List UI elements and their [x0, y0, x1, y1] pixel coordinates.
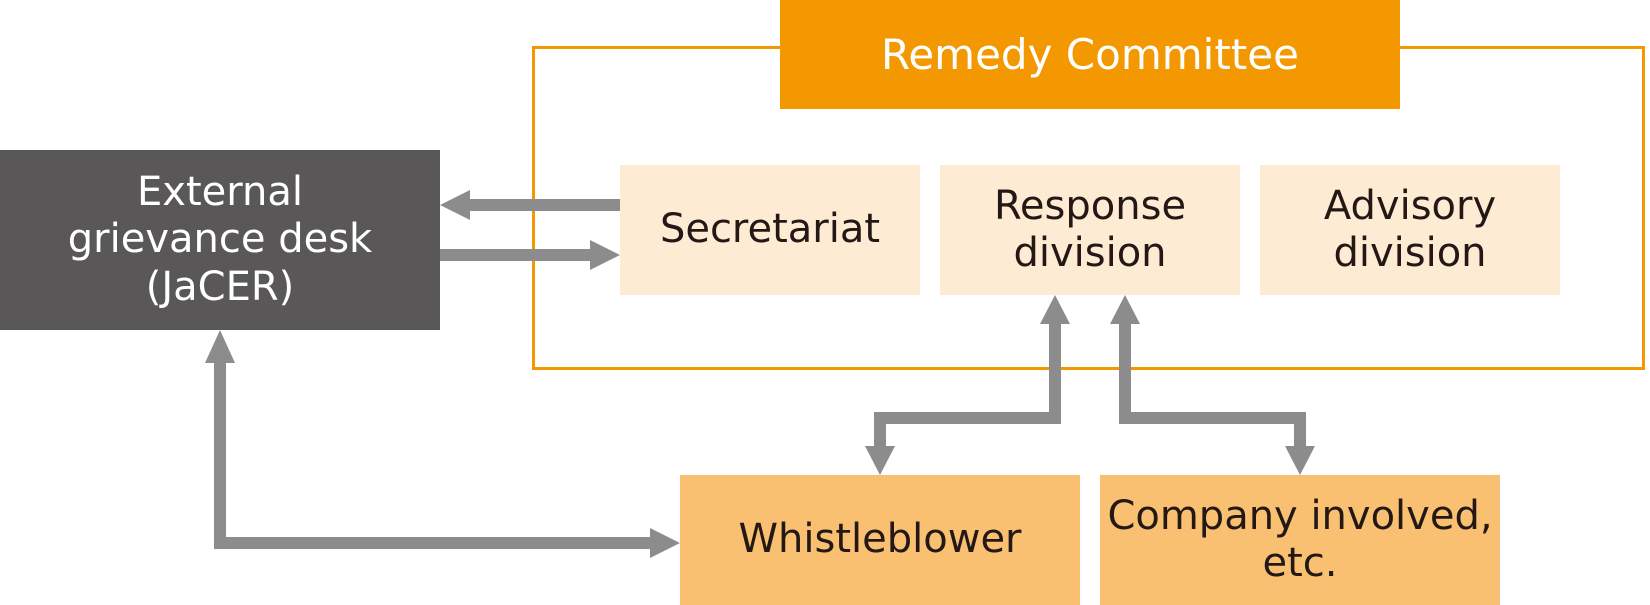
remedy-committee-header: Remedy Committee [780, 0, 1400, 109]
company-involved-line-2: etc. [1262, 540, 1338, 586]
secretariat-box: Secretariat [620, 165, 920, 295]
remedy-committee-title: Remedy Committee [881, 29, 1299, 79]
response-division-line-2: division [1013, 230, 1167, 276]
external-grievance-desk-box: External grievance desk (JaCER) [0, 150, 440, 330]
response-division-line-1: Response [993, 182, 1187, 229]
arrow-response-to-company [1119, 324, 1306, 446]
whistleblower-label: Whistleblower [738, 516, 1022, 563]
arrowhead-up-to-desk [205, 330, 235, 363]
company-involved-line-1: Company involved, [1107, 492, 1493, 539]
external-desk-line-3: (JaCER) [145, 263, 295, 310]
whistleblower-box: Whistleblower [680, 475, 1080, 605]
arrowhead-up-to-response-left [1040, 295, 1070, 324]
arrowhead-up-to-response-right [1110, 295, 1140, 324]
advisory-division-box: Advisory division [1260, 165, 1560, 295]
arrowhead-into-desk [440, 190, 470, 220]
company-involved-box: Company involved, etc. [1100, 475, 1500, 605]
advisory-division-line-1: Advisory [1323, 182, 1497, 229]
arrowhead-into-whistleblower-side [650, 528, 680, 558]
response-division-box: Response division [940, 165, 1240, 295]
arrowhead-into-secretariat [590, 240, 620, 270]
advisory-division-line-2: division [1333, 230, 1487, 276]
arrow-desk-to-whistleblower [214, 363, 650, 549]
arrowhead-down-to-whistleblower [865, 446, 895, 475]
external-desk-line-1: External [137, 169, 303, 216]
arrow-response-to-whistleblower [874, 324, 1061, 446]
arrowhead-down-to-company [1285, 446, 1315, 475]
external-desk-line-2: grievance desk [67, 216, 373, 263]
secretariat-label: Secretariat [659, 206, 881, 253]
